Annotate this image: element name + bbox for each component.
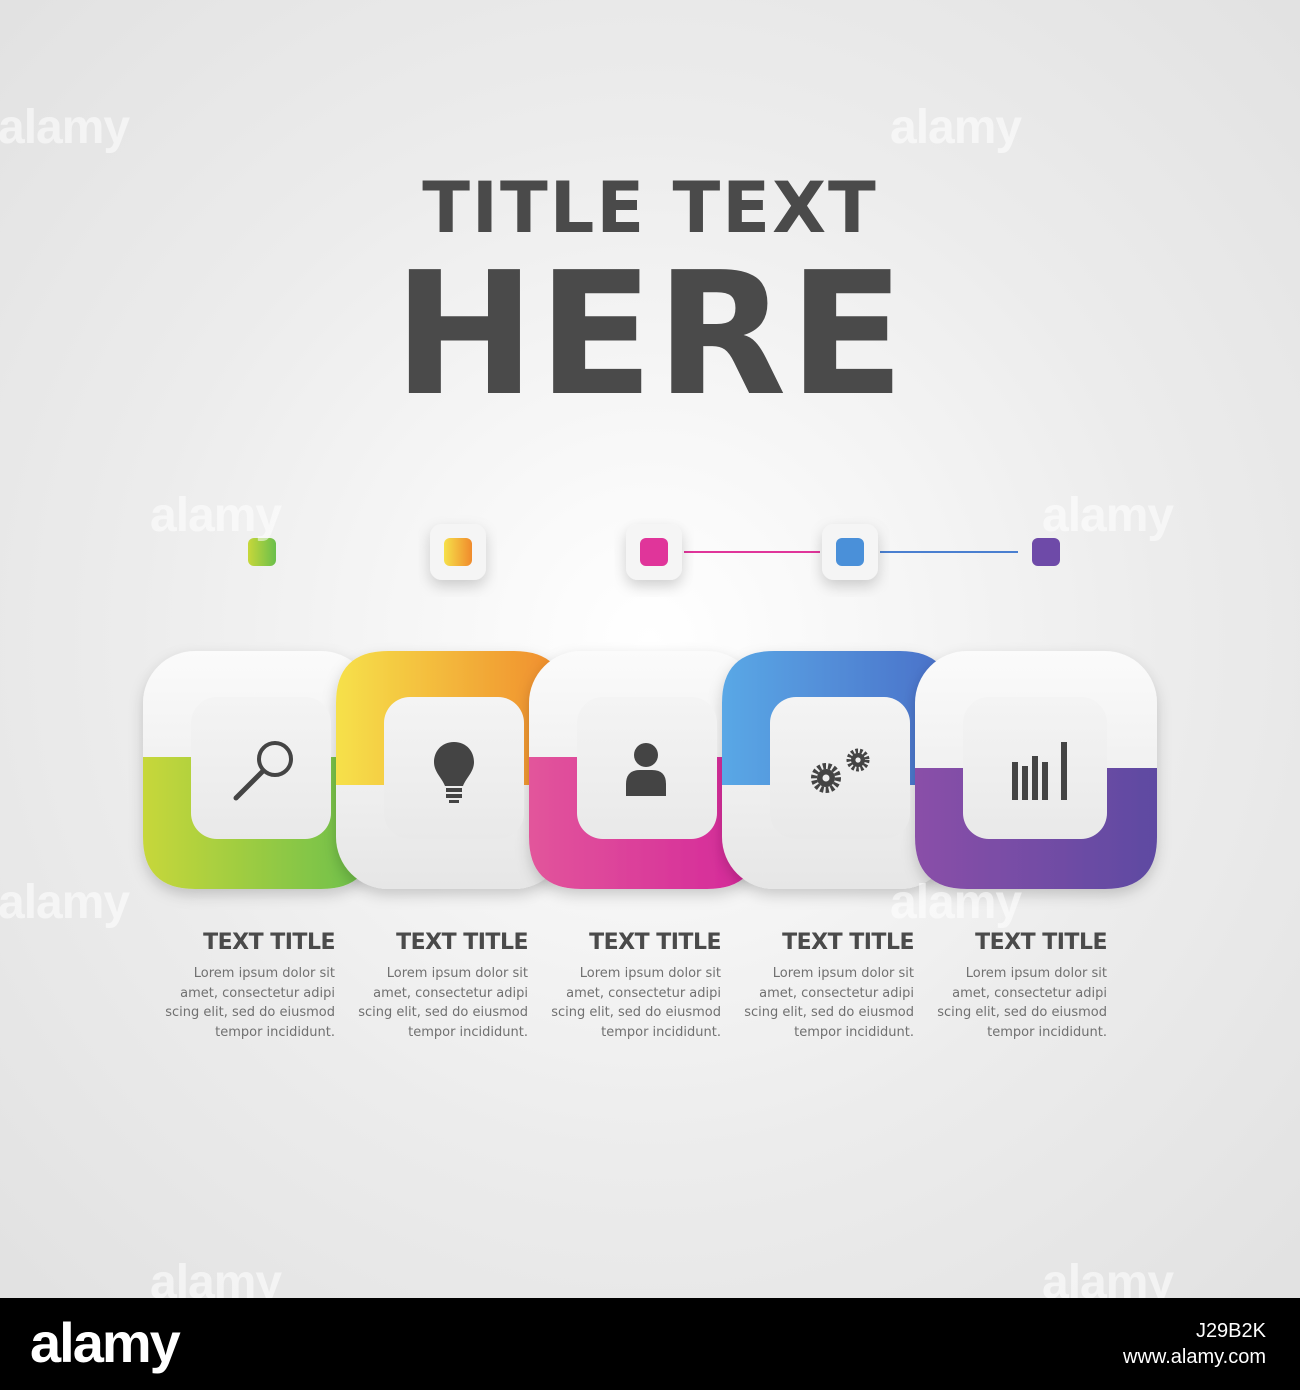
lightbulb-icon [434,742,474,803]
step-2-body-line: tempor incididunt. [408,1024,528,1040]
step-2-title: TEXT TITLE [396,930,528,955]
step-1-body-line: scing elit, sed do eiusmod [165,1005,335,1020]
step-5-body: Lorem ipsum dolor sit amet, consectetur … [922,964,1107,1042]
timeline-node-1 [248,538,276,566]
alamy-logo: alamy [30,1311,181,1374]
step-4-caption: TEXT TITLE Lorem ipsum dolor sit amet, c… [729,929,914,1042]
step-diagram [143,524,1157,889]
step-5-body-line: scing elit, sed do eiusmod [937,1005,1107,1020]
step-3-title: TEXT TITLE [589,930,721,955]
page-title-line2: HERE [393,236,907,434]
stock-footer: alamy J29B2K www.alamy.com [0,1298,1300,1390]
step-2-caption: TEXT TITLE Lorem ipsum dolor sit amet, c… [343,929,528,1042]
step-3-body: Lorem ipsum dolor sit amet, consectetur … [536,964,721,1042]
step-5-body-line: Lorem ipsum dolor sit [965,966,1107,981]
step-5-caption: TEXT TITLE Lorem ipsum dolor sit amet, c… [922,929,1107,1042]
step-3-body-line: scing elit, sed do eiusmod [551,1005,721,1020]
step-1-body-line: tempor incididunt. [215,1024,335,1040]
watermark: alamy [890,101,1022,154]
step-2-body: Lorem ipsum dolor sit amet, consectetur … [343,964,528,1042]
step-5-body-line: tempor incididunt. [987,1024,1107,1040]
step-4-title: TEXT TITLE [782,930,914,955]
step-1-title: TEXT TITLE [203,930,335,955]
step-2-body-line: scing elit, sed do eiusmod [358,1005,528,1020]
timeline-node-2 [444,538,472,566]
step-5-body-line: amet, consectetur adipi [952,985,1107,1001]
step-5-title: TEXT TITLE [975,930,1107,955]
watermark: alamy [0,101,130,154]
step-4-body-line: Lorem ipsum dolor sit [772,966,914,981]
timeline-node-5 [1032,538,1060,566]
timeline [248,524,1060,580]
step-3-body-line: amet, consectetur adipi [566,985,721,1001]
step-1-caption: TEXT TITLE Lorem ipsum dolor sit amet, c… [150,929,335,1042]
icon-tile-4 [770,697,910,839]
watermark: alamy [890,876,1022,929]
bar-chart-icon [1012,742,1067,800]
step-4-body-line: amet, consectetur adipi [759,985,914,1001]
step-2-body-line: amet, consectetur adipi [373,985,528,1001]
watermark: alamy [1042,489,1174,542]
step-1-body-line: Lorem ipsum dolor sit [193,966,335,981]
step-1-body-line: amet, consectetur adipi [180,985,335,1001]
step-4-body-line: scing elit, sed do eiusmod [744,1005,914,1020]
magnifier-icon [233,741,293,801]
step-3-body-line: tempor incididunt. [601,1024,721,1040]
timeline-node-4 [836,538,864,566]
gears-icon [811,748,870,793]
step-4-body-line: tempor incididunt. [794,1024,914,1040]
step-3-caption: TEXT TITLE Lorem ipsum dolor sit amet, c… [536,929,721,1042]
person-icon [626,743,666,796]
timeline-node-3 [640,538,668,566]
image-id: J29B2K [1195,1320,1266,1342]
watermark: alamy [0,876,130,929]
step-2-body-line: Lorem ipsum dolor sit [386,966,528,981]
page-title-line1: TITLE TEXT [422,167,878,249]
icon-tile-3 [577,697,717,839]
step-1-body: Lorem ipsum dolor sit amet, consectetur … [150,964,335,1042]
footer-info: J29B2K www.alamy.com [1123,1318,1266,1370]
infographic-canvas: TITLE TEXT HERE [0,0,1300,1298]
footer-url: www.alamy.com [1123,1346,1266,1368]
step-4-body: Lorem ipsum dolor sit amet, consectetur … [729,964,914,1042]
watermark: alamy [150,489,282,542]
step-3-body-line: Lorem ipsum dolor sit [579,966,721,981]
